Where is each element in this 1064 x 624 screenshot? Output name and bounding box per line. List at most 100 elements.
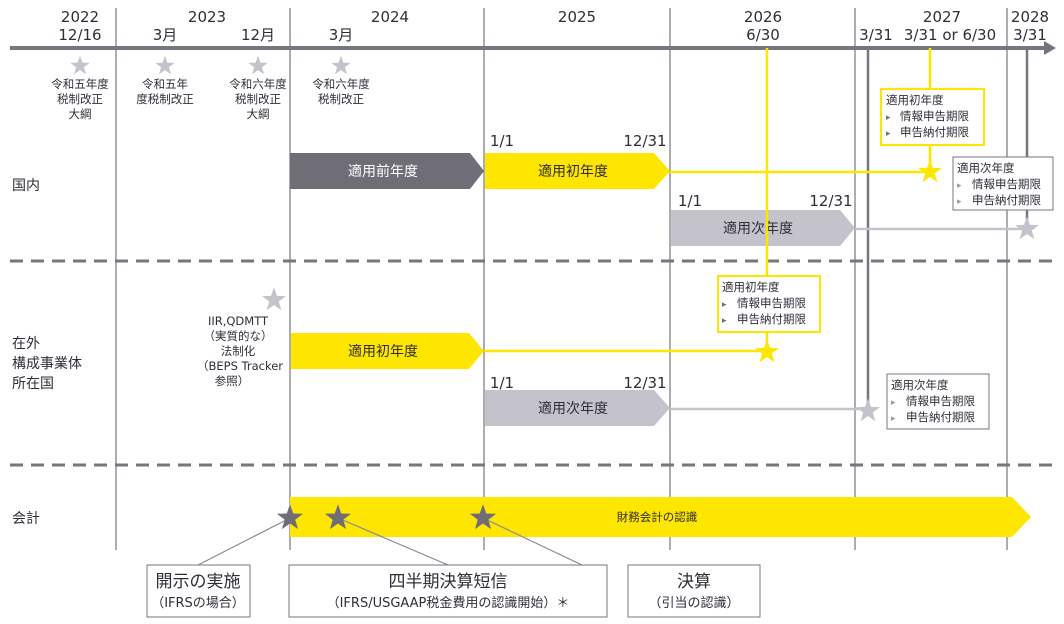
callout-line — [197, 517, 291, 566]
bullet-icon: ▸ — [886, 113, 891, 123]
event-label: 令和五年 — [142, 77, 188, 91]
date-label: 3/31 — [1013, 26, 1047, 44]
event-label: 大綱 — [69, 107, 92, 121]
bar-label: 適用次年度 — [723, 220, 793, 237]
domestic-next-year-deadline-box: 適用次年度 ▸ 情報申告期限 ▸ 申告納付期限 — [952, 156, 1054, 211]
row-label-overseas: 所在国 — [12, 376, 54, 392]
star-icon — [70, 55, 90, 75]
row-label-overseas: 構成事業体 — [12, 356, 82, 372]
domestic-first-year-deadline-box: 適用初年度 ▸ 情報申告期限 ▸ 申告納付期限 — [880, 88, 985, 146]
axis-arrowhead-icon — [1044, 41, 1056, 55]
bullet-icon: ▸ — [891, 414, 896, 424]
overseas-note: （BEPS Tracker — [197, 359, 283, 373]
bar-label: 適用初年度 — [538, 163, 608, 180]
star-icon — [856, 398, 880, 422]
star-icon — [1015, 216, 1039, 240]
svg-text:決算: 決算 — [677, 572, 711, 592]
star-icon — [755, 339, 779, 363]
svg-text:情報申告期限: 情報申告期限 — [900, 109, 969, 123]
svg-text:適用初年度: 適用初年度 — [886, 93, 944, 107]
date-label: 12月 — [241, 26, 275, 44]
domestic-prior-year-bar — [290, 153, 484, 189]
overseas-first-year-bar — [291, 333, 484, 369]
event-label: 度税制改正 — [136, 92, 194, 106]
callout-financial-close: 決算 （引当の認識） — [627, 564, 761, 618]
bullet-icon: ▸ — [891, 398, 896, 408]
callout-quarterly-report: 四半期決算短信 （IFRS/USGAAP税金費用の認識開始）＊ — [288, 564, 608, 618]
date-label: 6/30 — [746, 26, 780, 44]
date-label: 3月 — [329, 26, 354, 44]
overseas-first-year-deadline-box: 適用初年度 ▸ 情報申告期限 ▸ 申告納付期限 — [717, 275, 821, 333]
svg-text:四半期決算短信: 四半期決算短信 — [389, 572, 508, 592]
star-icon — [248, 55, 268, 75]
bullet-icon: ▸ — [957, 181, 962, 191]
bullet-icon: ▸ — [722, 300, 727, 310]
event-label: 大綱 — [247, 107, 270, 121]
row-label-accounting: 会計 — [12, 511, 40, 527]
svg-text:申告納付期限: 申告納付期限 — [972, 193, 1041, 207]
callout-disclosure: 開示の実施 （IFRSの場合） — [146, 564, 251, 618]
bullet-icon: ▸ — [957, 197, 962, 207]
bar-label: 適用初年度 — [348, 343, 418, 360]
date-label: 3月 — [153, 26, 178, 44]
event-label: 税制改正 — [318, 92, 364, 106]
star-icon — [262, 287, 286, 311]
svg-text:情報申告期限: 情報申告期限 — [737, 296, 806, 310]
callout-line — [482, 517, 583, 566]
overseas-note: （実質的な） — [204, 329, 273, 343]
svg-text:（引当の認識）: （引当の認識） — [648, 595, 739, 611]
svg-text:申告納付期限: 申告納付期限 — [900, 125, 969, 139]
date-label: 12/31 — [623, 132, 666, 150]
star-icon — [918, 159, 942, 183]
event-label: 令和六年度 — [229, 77, 287, 91]
year-label: 2024 — [371, 8, 409, 26]
bullet-icon: ▸ — [722, 316, 727, 326]
row-label-overseas: 在外 — [12, 336, 40, 352]
date-label: 12/16 — [58, 26, 101, 44]
date-label: 3/31 or 6/30 — [904, 26, 996, 44]
star-icon — [155, 55, 175, 75]
year-label: 2026 — [744, 8, 782, 26]
svg-text:申告納付期限: 申告納付期限 — [906, 410, 975, 424]
year-label: 2028 — [1011, 8, 1049, 26]
event-label: 令和五年度 — [51, 77, 109, 91]
date-label: 12/31 — [809, 192, 852, 210]
year-label: 2025 — [558, 8, 596, 26]
year-label: 2023 — [188, 8, 226, 26]
year-label: 2022 — [61, 8, 99, 26]
row-label-domestic: 国内 — [12, 178, 40, 194]
accounting-recognition-bar — [290, 497, 1031, 537]
event-label: 令和六年度 — [312, 77, 370, 91]
bar-label: 適用前年度 — [348, 163, 418, 180]
column-dividers — [115, 8, 1008, 550]
date-label: 1/1 — [490, 132, 514, 150]
svg-text:申告納付期限: 申告納付期限 — [737, 312, 806, 326]
domestic-first-year-bar — [485, 153, 670, 189]
bullet-icon: ▸ — [886, 129, 891, 139]
date-label: 1/1 — [678, 192, 702, 210]
bar-label: 財務会計の認識 — [617, 510, 698, 524]
svg-text:適用次年度: 適用次年度 — [891, 378, 949, 392]
overseas-next-year-bar — [485, 390, 670, 426]
bar-label: 適用次年度 — [538, 400, 608, 417]
svg-text:情報申告期限: 情報申告期限 — [972, 177, 1041, 191]
svg-text:情報申告期限: 情報申告期限 — [906, 394, 975, 408]
svg-text:（IFRS/USGAAP税金費用の認識開始）＊: （IFRS/USGAAP税金費用の認識開始）＊ — [327, 595, 570, 611]
date-label: 1/1 — [490, 374, 514, 392]
event-label: 税制改正 — [57, 92, 103, 106]
overseas-next-year-deadline-box: 適用次年度 ▸ 情報申告期限 ▸ 申告納付期限 — [886, 373, 990, 430]
overseas-note: IIR,QDMTT — [208, 314, 269, 328]
callout-lines — [197, 517, 583, 566]
svg-text:開示の実施: 開示の実施 — [156, 572, 241, 592]
year-label: 2027 — [923, 8, 961, 26]
event-label: 税制改正 — [235, 92, 281, 106]
overseas-note: 参照） — [215, 374, 250, 388]
date-label: 3/31 — [859, 26, 893, 44]
svg-text:（IFRSの場合）: （IFRSの場合） — [151, 596, 245, 611]
svg-text:適用次年度: 適用次年度 — [957, 161, 1015, 175]
overseas-note: 法制化 — [221, 344, 256, 358]
date-label: 12/31 — [623, 374, 666, 392]
callout-line — [337, 517, 449, 566]
star-icon — [331, 55, 351, 75]
